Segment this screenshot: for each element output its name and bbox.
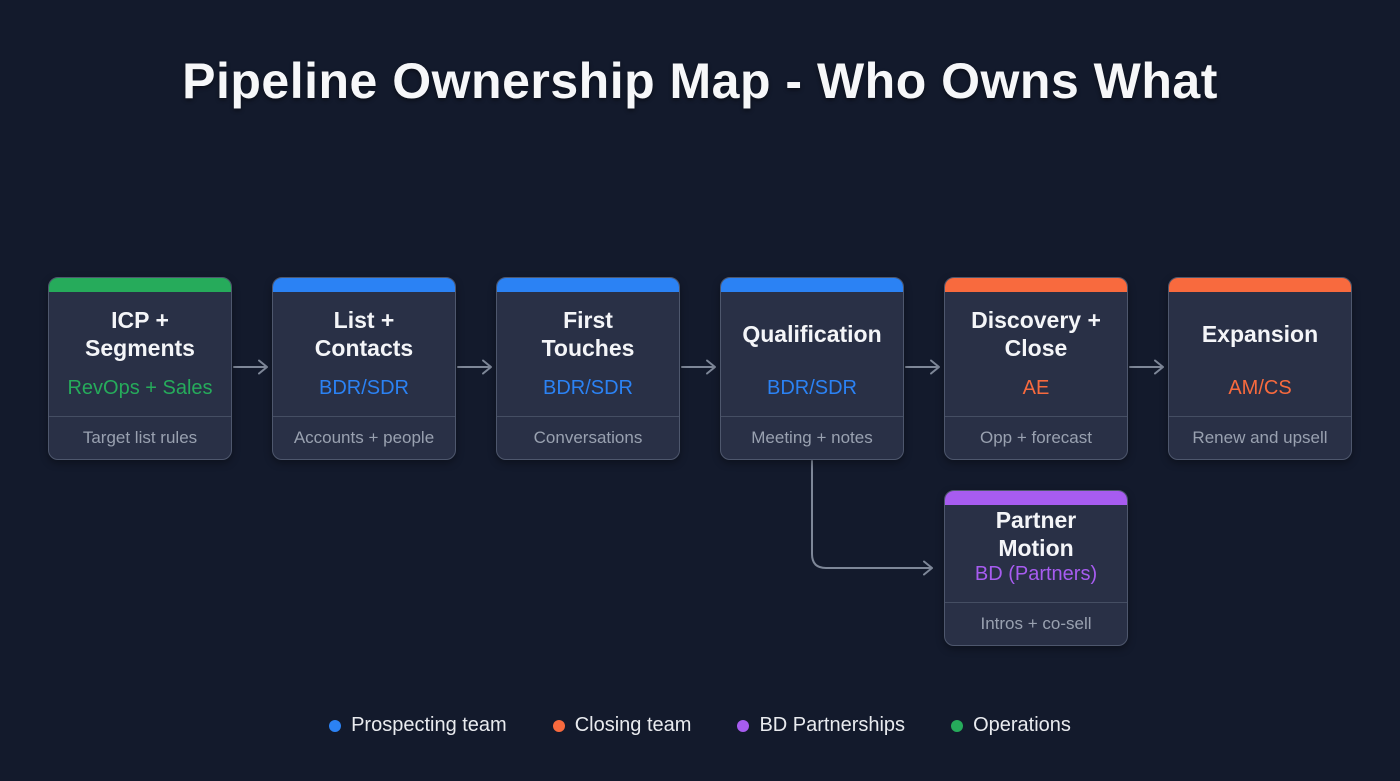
legend-label: Operations	[973, 714, 1071, 736]
stage-color-bar	[273, 278, 455, 292]
arrow-stage2-stage3	[457, 359, 492, 375]
stage-title: First Touches	[541, 307, 635, 361]
stage-owner: AE	[1022, 377, 1050, 399]
stage-title: List + Contacts	[314, 307, 414, 361]
legend: Prospecting team Closing team BD Partner…	[0, 714, 1400, 737]
stage-card-icp-segments: ICP + Segments RevOps + Sales Target lis…	[48, 277, 232, 460]
arrow-qualification-partner	[811, 460, 933, 576]
stage-artifact: Accounts + people	[273, 416, 455, 459]
stage-color-bar	[49, 278, 231, 292]
legend-label: BD Partnerships	[759, 714, 906, 736]
page-title: Pipeline Ownership Map - Who Owns What	[182, 53, 1218, 109]
stage-color-bar	[721, 278, 903, 292]
stage-owner: BD (Partners)	[974, 563, 1098, 585]
stage-artifact: Conversations	[497, 416, 679, 459]
stage-card-qualification: Qualification BDR/SDR Meeting + notes	[720, 277, 904, 460]
stage-artifact: Meeting + notes	[721, 416, 903, 459]
legend-item-prospecting: Prospecting team	[329, 714, 507, 737]
stage-title: Discovery + Close	[971, 307, 1101, 361]
stage-artifact: Opp + forecast	[945, 416, 1127, 459]
stage-owner: AM/CS	[1228, 377, 1292, 399]
legend-dot-operations	[951, 719, 964, 732]
arrow-stage1-stage2	[233, 359, 268, 375]
legend-item-bd-partnerships: BD Partnerships	[737, 714, 905, 737]
legend-dot-bd-partnerships	[737, 719, 750, 732]
stage-title: ICP + Segments	[85, 307, 195, 361]
arrow-stage5-stage6	[1129, 359, 1164, 375]
stage-owner: BDR/SDR	[542, 377, 633, 399]
legend-item-operations: Operations	[951, 714, 1071, 737]
stage-card-expansion: Expansion AM/CS Renew and upsell	[1168, 277, 1352, 460]
stage-artifact: Target list rules	[49, 416, 231, 459]
stage-color-bar	[1169, 278, 1351, 292]
stage-artifact: Intros + co-sell	[945, 602, 1127, 645]
legend-dot-closing	[552, 719, 565, 732]
arrow-stage4-stage5	[905, 359, 940, 375]
stage-color-bar	[945, 491, 1127, 505]
legend-label: Prospecting team	[351, 714, 507, 736]
stage-owner: RevOps + Sales	[67, 377, 213, 399]
legend-dot-prospecting	[329, 719, 342, 732]
arrow-stage3-stage4	[681, 359, 716, 375]
stage-owner: BDR/SDR	[766, 377, 857, 399]
stage-card-discovery-close: Discovery + Close AE Opp + forecast	[944, 277, 1128, 460]
legend-label: Closing team	[574, 714, 692, 736]
stage-color-bar	[945, 278, 1127, 292]
legend-item-closing: Closing team	[552, 714, 692, 737]
stage-card-list-contacts: List + Contacts BDR/SDR Accounts + peopl…	[272, 277, 456, 460]
stage-owner: BDR/SDR	[318, 377, 409, 399]
stage-title: Partner Motion	[995, 506, 1077, 561]
stage-artifact: Renew and upsell	[1169, 416, 1351, 459]
stage-card-first-touches: First Touches BDR/SDR Conversations	[496, 277, 680, 460]
stage-title: Qualification	[742, 321, 882, 347]
stage-card-partner-motion: Partner Motion BD (Partners) Intros + co…	[944, 490, 1128, 646]
stage-title: Expansion	[1201, 321, 1319, 347]
stage-color-bar	[497, 278, 679, 292]
